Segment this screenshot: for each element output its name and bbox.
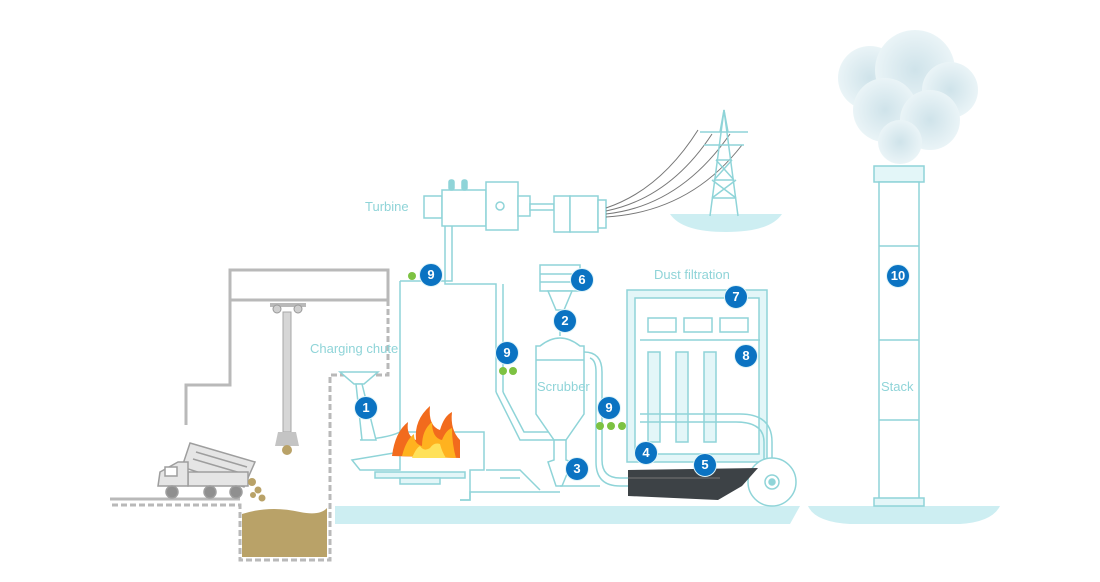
marker-9-boiler: 9 [495,341,519,365]
ground-base [335,214,1000,524]
marker-6: 6 [570,268,594,292]
marker-2: 2 [553,309,577,333]
marker-1: 1 [354,396,378,420]
sensor-dot [499,367,507,375]
power-cables [605,129,743,218]
stack-chimney [873,165,925,507]
charging-chute-label: Charging chute [310,341,399,356]
sensor-dot [408,272,416,280]
marker-7: 7 [724,285,748,309]
falling-waste [248,478,266,502]
sensor-dot [607,422,615,430]
stack-label: Stack [881,379,914,394]
marker-3: 3 [565,457,589,481]
fan-icon [747,457,797,507]
marker-5: 5 [693,453,717,477]
pylon-icon [700,109,748,217]
waste-bunker [110,268,390,562]
marker-9-scrubber: 9 [597,396,621,420]
flue-duct [460,469,560,501]
truck-icon [157,442,257,499]
marker-4: 4 [634,441,658,465]
sensor-dot [596,422,604,430]
turbine-label: Turbine [365,199,409,214]
waste-pile [242,508,327,557]
boiler-furnace [350,281,485,501]
marker-10: 10 [886,264,910,288]
sensor-dot [509,367,517,375]
turbine-unit [423,179,607,233]
marker-9-turbine: 9 [419,263,443,287]
ash-conveyor [628,468,758,500]
marker-8: 8 [734,344,758,368]
scrubber-to-filter-duct [560,351,640,487]
sensor-dot [618,422,626,430]
crane-grab-icon [270,303,306,455]
fire-icon [392,406,460,458]
dust-filtration-label: Dust filtration [654,267,730,282]
scrubber-vessel [535,264,585,487]
scrubber-label: Scrubber [537,379,590,394]
dust-filtration-unit [626,289,773,463]
smoke-cloud-icon [838,30,978,164]
